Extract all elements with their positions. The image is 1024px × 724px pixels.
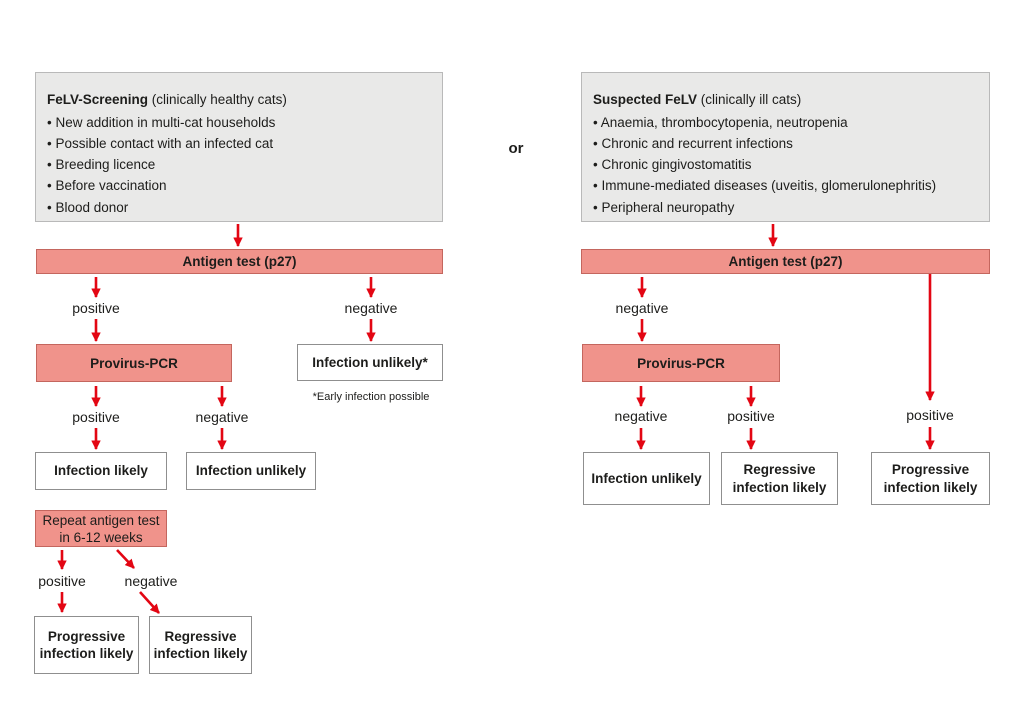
left-header-title: FeLV-Screening (clinically healthy cats): [47, 89, 430, 111]
right-progressive-infection-box: Progressive infection likely: [871, 452, 990, 505]
right-header-box: Suspected FeLV (clinically ill cats) Ana…: [581, 72, 990, 222]
right-header-title-rest: (clinically ill cats): [697, 92, 802, 107]
list-item: Before vaccination: [47, 175, 430, 196]
right-antigen-positive-label: positive: [906, 407, 954, 423]
or-separator-label: or: [508, 140, 524, 157]
left-provirus-pcr-box: Provirus-PCR: [36, 344, 232, 382]
left-infection-unlikely-star-box: Infection unlikely*: [297, 344, 443, 381]
list-item: Breeding licence: [47, 154, 430, 175]
left-antigen-test-bar: Antigen test (p27): [36, 249, 443, 274]
right-antigen-test-bar: Antigen test (p27): [581, 249, 990, 274]
right-pcr-negative-label: negative: [614, 408, 668, 424]
list-item: Possible contact with an infected cat: [47, 133, 430, 154]
right-antigen-negative-label: negative: [615, 300, 669, 316]
left-header-title-bold: FeLV-Screening: [47, 92, 149, 107]
right-pcr-positive-label: positive: [727, 408, 775, 424]
right-infection-unlikely-box: Infection unlikely: [583, 452, 710, 505]
left-antigen-negative-label: negative: [344, 300, 398, 316]
arrow-negative-to-regressive: [139, 591, 160, 614]
repeat-antigen-test-box: Repeat antigen test in 6-12 weeks: [35, 510, 167, 547]
early-infection-footnote: *Early infection possible: [312, 391, 430, 403]
left-pcr-positive-label: positive: [72, 409, 120, 425]
repeat-positive-label: positive: [38, 573, 86, 589]
list-item: Immune-mediated diseases (uveitis, glome…: [593, 175, 977, 196]
list-item: Chronic gingivostomatitis: [593, 154, 977, 175]
left-infection-unlikely-box: Infection unlikely: [186, 452, 316, 490]
left-regressive-infection-box: Regressive infection likely: [149, 616, 252, 674]
left-pcr-negative-label: negative: [195, 409, 249, 425]
right-header-bullet-list: Anaemia, thrombocytopenia, neutropenia C…: [593, 112, 977, 218]
list-item: Anaemia, thrombocytopenia, neutropenia: [593, 112, 977, 133]
left-header-title-rest: (clinically healthy cats): [148, 92, 287, 107]
repeat-negative-label: negative: [124, 573, 178, 589]
right-regressive-infection-box: Regressive infection likely: [721, 452, 838, 505]
left-header-box: FeLV-Screening (clinically healthy cats)…: [35, 72, 443, 222]
right-header-title-bold: Suspected FeLV: [593, 92, 698, 107]
left-antigen-positive-label: positive: [72, 300, 120, 316]
left-progressive-infection-box: Progressive infection likely: [34, 616, 139, 674]
list-item: Blood donor: [47, 197, 430, 218]
right-provirus-pcr-box: Provirus-PCR: [582, 344, 780, 382]
list-item: New addition in multi-cat households: [47, 112, 430, 133]
list-item: Peripheral neuropathy: [593, 197, 977, 218]
left-header-bullet-list: New addition in multi-cat households Pos…: [47, 112, 430, 218]
list-item: Chronic and recurrent infections: [593, 133, 977, 154]
right-header-title: Suspected FeLV (clinically ill cats): [593, 89, 977, 111]
left-infection-likely-box: Infection likely: [35, 452, 167, 490]
arrow-repeat-to-negative: [116, 549, 135, 569]
